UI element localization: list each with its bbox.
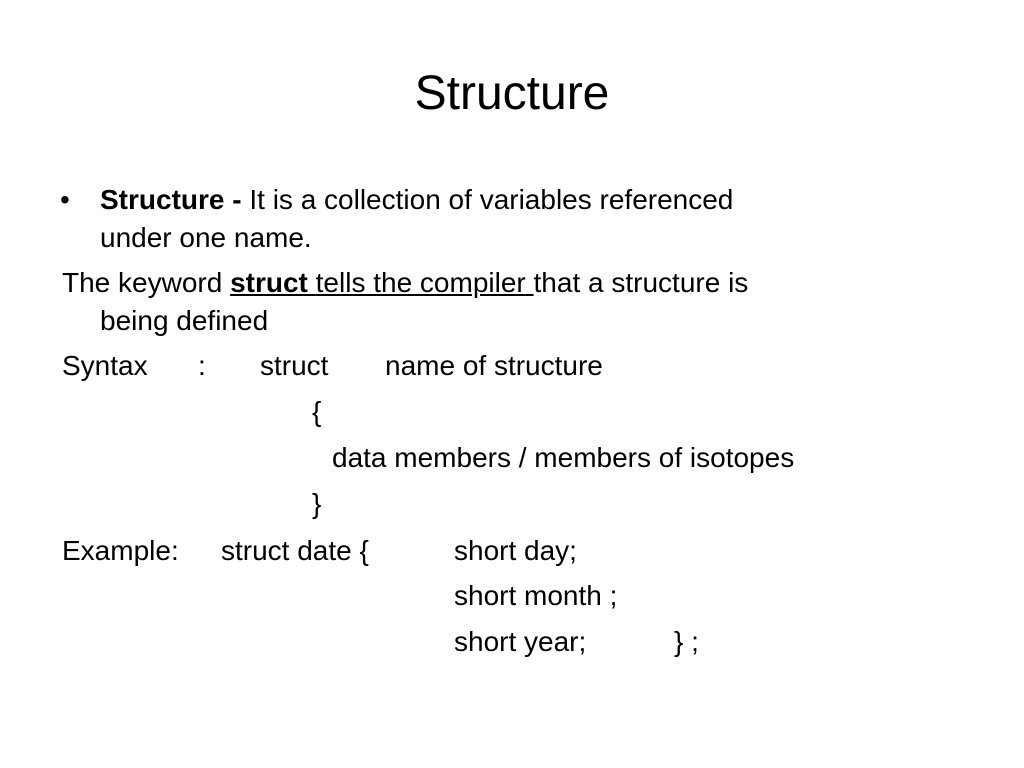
definition-line-1: Structure - It is a collection of variab… — [100, 182, 733, 218]
syntax-label: Syntax — [62, 350, 148, 381]
example-label: Example: — [62, 535, 179, 566]
definition-text-1: It is a collection of variables referenc… — [241, 184, 734, 215]
bullet-icon: • — [60, 184, 70, 215]
keyword-prefix: The keyword — [62, 267, 231, 298]
example-end: } ; — [674, 626, 699, 657]
keyword-suffix: that a structure is — [533, 267, 749, 298]
example-day: short day; — [454, 535, 577, 566]
keyword-space — [526, 267, 534, 298]
example-head: struct date { — [221, 535, 369, 566]
syntax-colon: : — [198, 350, 206, 381]
example-year: short year; — [454, 626, 587, 657]
definition-line-2: under one name. — [100, 222, 312, 253]
keyword-line-2: being defined — [100, 305, 269, 336]
syntax-open-brace: { — [312, 396, 322, 427]
example-month: short month ; — [454, 580, 618, 611]
definition-term: Structure - — [100, 184, 242, 215]
keyword-line-1: The keyword struct tells the compiler th… — [62, 265, 748, 301]
syntax-close-brace: } — [312, 488, 322, 519]
syntax-struct: struct — [260, 350, 329, 381]
keyword-struct: struct — [230, 267, 316, 298]
syntax-name: name of structure — [385, 350, 603, 381]
slide-title: Structure — [414, 67, 610, 120]
syntax-members: data members / members of isotopes — [332, 442, 795, 473]
keyword-middle: tells the compiler — [315, 267, 526, 298]
